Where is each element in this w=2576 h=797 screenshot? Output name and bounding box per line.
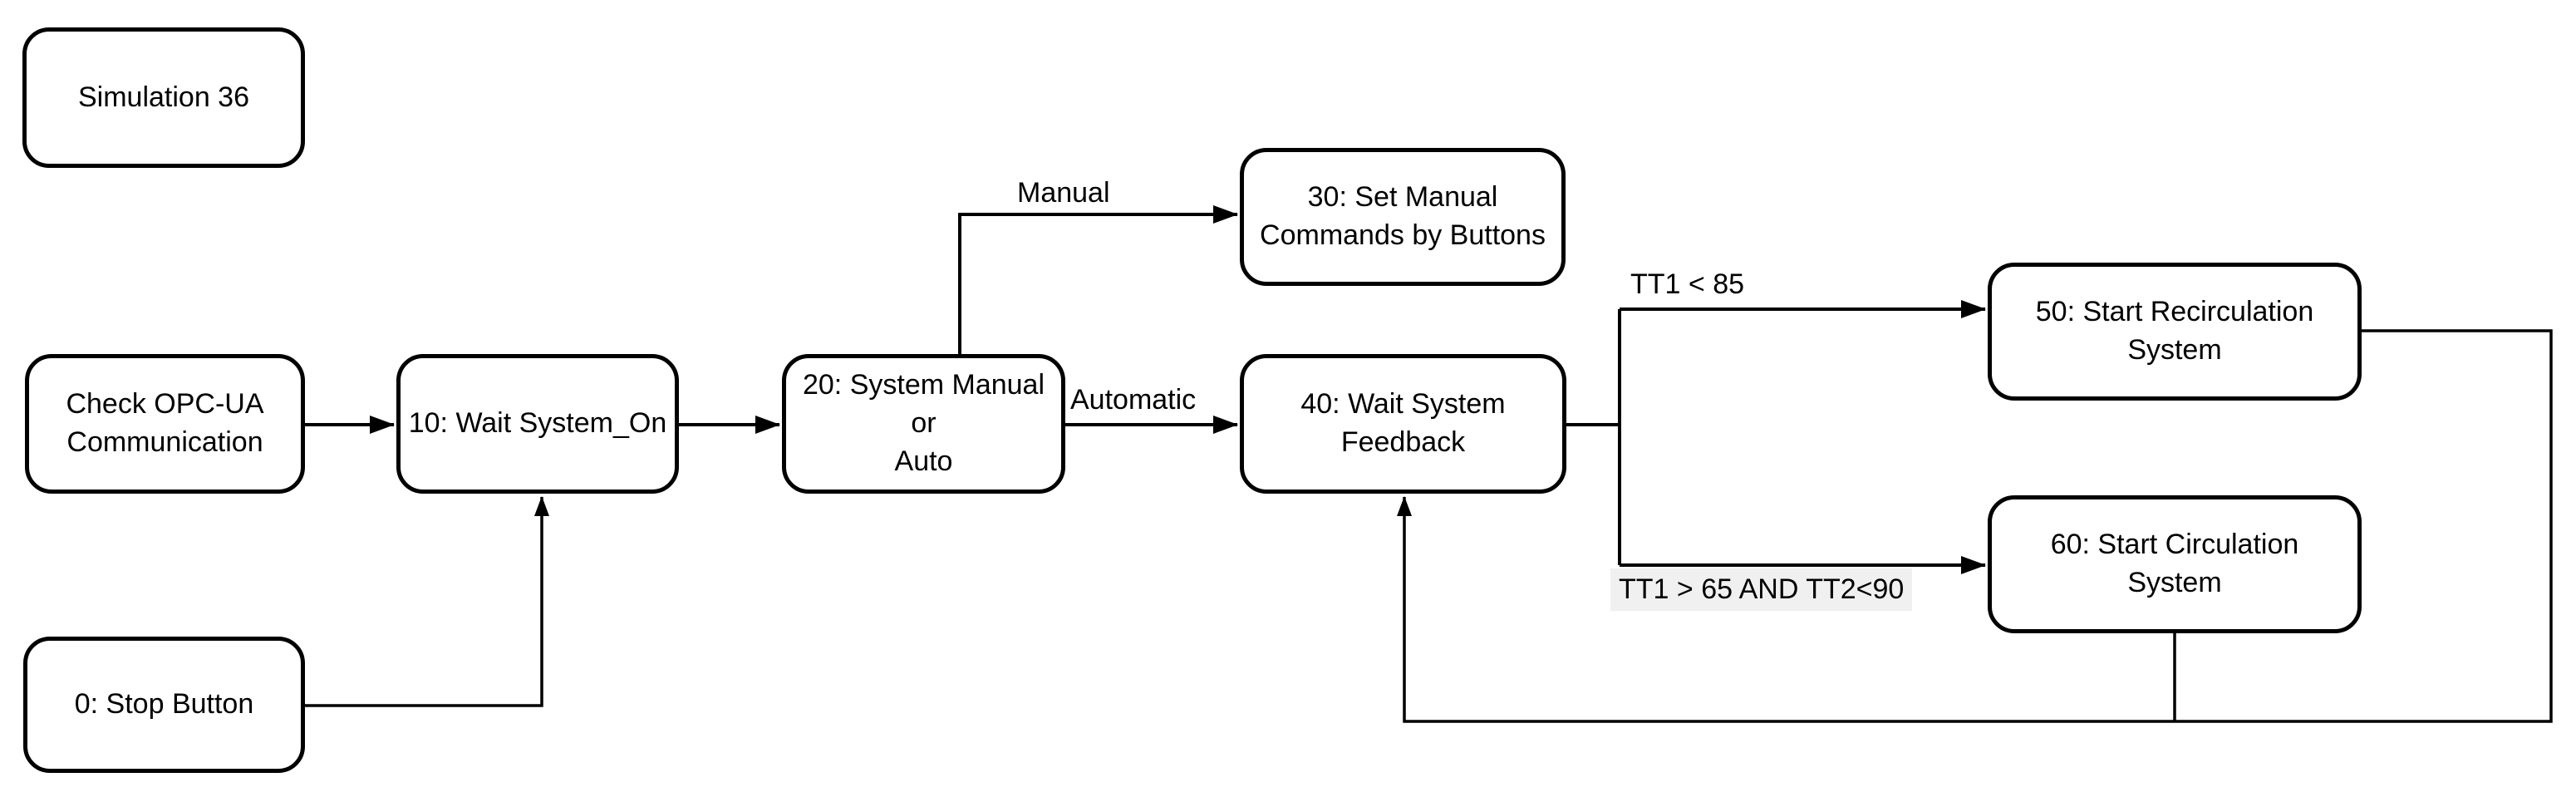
edge-stop-to-10 bbox=[305, 496, 549, 707]
node-simulation-36[interactable]: Simulation 36 bbox=[22, 27, 305, 168]
node-50-start-recirculation-system[interactable]: 50: Start Recirculation System bbox=[1988, 263, 2362, 401]
edge-label-tt1-lt-85[interactable]: TT1 < 85 bbox=[1630, 268, 1745, 300]
node-60-start-circulation-system[interactable]: 60: Start Circulation System bbox=[1988, 495, 2362, 633]
edge-20-to-30 bbox=[958, 205, 1238, 354]
node-40-wait-system-feedback[interactable]: 40: Wait System Feedback bbox=[1240, 354, 1566, 494]
node-30-set-manual-commands[interactable]: 30: Set Manual Commands by Buttons bbox=[1240, 148, 1566, 286]
node-0-stop-button[interactable]: 0: Stop Button bbox=[23, 637, 305, 773]
node-check-opc-ua-communication[interactable]: Check OPC-UA Communication bbox=[25, 354, 305, 494]
node-20-system-manual-or-auto[interactable]: 20: System Manual or Auto bbox=[782, 354, 1065, 494]
edge-label-manual[interactable]: Manual bbox=[1017, 177, 1110, 209]
edge-label-tt1-gt-65-and-tt2-lt-90[interactable]: TT1 > 65 AND TT2<90 bbox=[1610, 568, 1913, 611]
edge-50-feedback-to-40 bbox=[1397, 329, 2553, 723]
edge-label-automatic[interactable]: Automatic bbox=[1070, 384, 1197, 416]
node-10-wait-system-on[interactable]: 10: Wait System_On bbox=[396, 354, 679, 494]
